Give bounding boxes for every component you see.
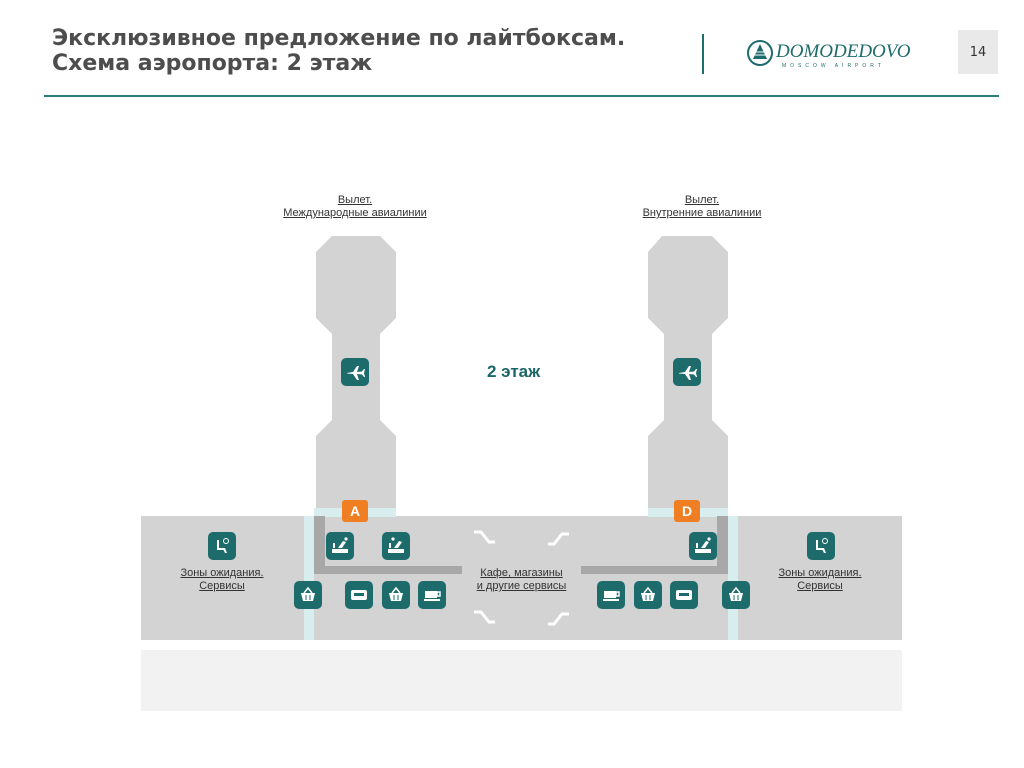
atm-icon xyxy=(670,581,698,609)
label-departures-domestic: Вылет. Внутренние авиалинии xyxy=(642,194,762,219)
corridor-right xyxy=(728,516,738,640)
header-separator xyxy=(702,34,704,74)
coffee-cup-icon xyxy=(418,581,446,609)
coffee-cup-icon xyxy=(597,581,625,609)
label-waiting-zones-left: Зоны ожидания. Сервисы xyxy=(180,567,264,592)
label-departures-international: Вылет. Международные авиалинии xyxy=(283,194,427,219)
escalator-icon xyxy=(548,532,569,546)
rail-left xyxy=(314,516,462,574)
shopping-basket-icon xyxy=(382,581,410,609)
shopping-basket-icon xyxy=(722,581,750,609)
label-cafes-shops: Кафе, магазины и другие сервисы xyxy=(476,567,567,592)
title-line-2: Схема аэропорта: 2 этаж xyxy=(52,51,373,76)
domodedovo-logo: DOMODEDOVO MOSCOW AIRPORT xyxy=(746,36,916,72)
airplane-icon xyxy=(341,358,369,386)
page-number: 14 xyxy=(958,30,998,74)
shopping-basket-icon xyxy=(294,581,322,609)
floor-label: 2 этаж xyxy=(487,362,541,381)
airplane-icon xyxy=(673,358,701,386)
passport-control-icon xyxy=(326,532,354,560)
gate-d-badge: D xyxy=(674,500,700,522)
passport-control-icon xyxy=(382,532,410,560)
waiting-seat-icon xyxy=(208,532,236,560)
gate-a-badge: A xyxy=(342,500,368,522)
title-line-1: Эксклюзивное предложение по лайтбоксам. xyxy=(52,26,626,51)
svg-text:DOMODEDOVO: DOMODEDOVO xyxy=(775,41,911,62)
rail-right xyxy=(581,516,728,574)
terminal-main-hall xyxy=(141,516,902,640)
escalator-icon xyxy=(548,612,569,626)
shopping-basket-icon xyxy=(634,581,662,609)
atm-icon xyxy=(345,581,373,609)
waiting-seat-icon xyxy=(807,532,835,560)
lower-level-band xyxy=(141,650,902,711)
slide-title: Эксклюзивное предложение по лайтбоксам. … xyxy=(52,26,625,76)
label-waiting-zones-right: Зоны ожидания. Сервисы xyxy=(778,567,862,592)
escalator-icon xyxy=(474,610,495,624)
corridor-left xyxy=(304,516,314,640)
header-rule xyxy=(44,95,999,97)
escalator-icon xyxy=(474,530,495,544)
passport-control-icon xyxy=(689,532,717,560)
svg-text:MOSCOW AIRPORT: MOSCOW AIRPORT xyxy=(782,63,885,69)
